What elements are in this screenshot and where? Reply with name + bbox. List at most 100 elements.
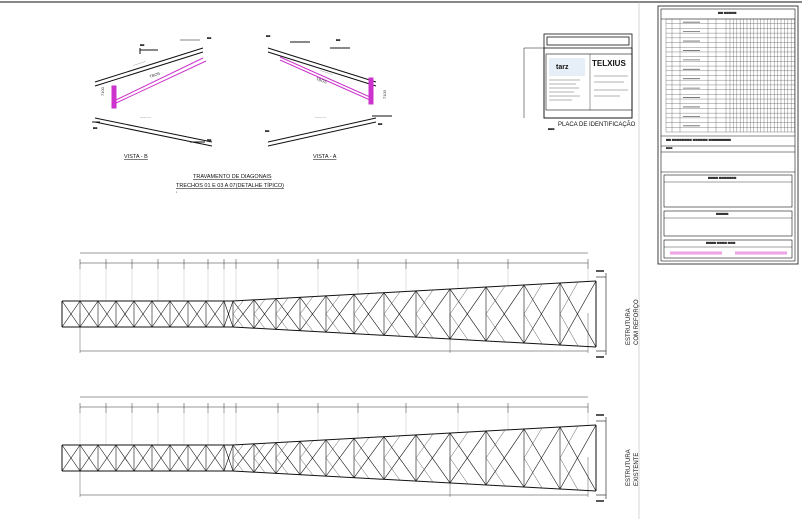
tower-diagonal [275,297,301,330]
tower-secondary [253,313,266,329]
tower-secondary [299,457,314,476]
tower-secondary [383,435,401,459]
tower-diagonal [275,441,301,474]
svg-text:____ __: ____ __ [314,114,326,118]
tower-diagonal [523,282,561,344]
material-table-grid [665,18,795,133]
tower-secondary [559,457,579,491]
tower-diagonal [232,444,255,473]
tower-diagonal [133,300,153,328]
tower-diagonal [415,288,451,338]
tower-diagonal [383,290,417,336]
view-a-label: VISTA - A [313,154,337,160]
tower-diagonal [485,430,525,488]
tower-top-chord [232,424,597,446]
tower-secondary [523,283,543,315]
tower-secondary [232,444,244,459]
tower-top-chord [232,280,597,302]
svg-text:▀▀: ▀▀ [207,139,212,143]
view-b-label: VISTA - B [124,154,148,160]
tower-diagonal [133,444,153,472]
bottom-tower-side-label-2: EXISTENTE [634,453,640,486]
tower-secondary [325,438,341,459]
tower-diagonal [383,434,417,480]
tower-diagonal [353,294,385,336]
svg-text:____ __: ____ __ [139,114,151,118]
tower-diagonal [325,438,355,477]
tower-diagonal [559,426,597,492]
tower-secondary [353,437,370,459]
svg-text:▀▀▀: ▀▀▀ [548,128,555,132]
tower-diagonal [299,441,327,477]
plate-brand-right: TELXIUS [592,59,626,68]
tower-diagonal [79,300,99,328]
bottom-tower-side-label: ESTRUTURA [626,449,632,486]
tower-secondary [325,294,341,315]
tower-secondary [383,457,401,481]
tower-secondary [485,313,506,343]
identification-plate [523,33,633,119]
tower-diagonal [523,284,561,346]
tower-diagonal [232,443,255,472]
tower-diagonal [415,434,451,484]
tower-diagonal [449,432,487,486]
svg-text:▀▀: ▀▀ [265,130,270,134]
svg-text:▀▀▀▀▀: ▀▀▀▀▀ [716,212,729,217]
tower-diagonal [79,444,99,472]
tower-secondary [232,300,244,315]
tower-diagonal [205,300,225,328]
tower-secondary [325,313,341,334]
svg-text:▀▀: ▀▀ [140,44,145,48]
tower-secondary [415,313,434,339]
title-block [657,5,799,265]
tower-diagonal [485,284,525,342]
tower-diagonal [415,290,451,340]
tower-secondary [253,299,266,315]
tower-secondary [449,287,469,315]
top-tower-side-label-2: COM REFORÇO [634,299,640,345]
plate-brand-left: tarz [556,64,569,71]
svg-text:▀▀▀▀ ▀▀▀▀▀▀▀: ▀▀▀▀ ▀▀▀▀▀▀▀ [708,176,737,181]
tower-secondary [485,285,506,315]
tower-diagonal [325,295,355,334]
svg-text:▀▀ ▀▀▀▀▀: ▀▀ ▀▀▀▀▀ [718,11,737,16]
tower-secondary [485,457,506,487]
tower-diagonal [169,300,189,328]
tower-diagonal [383,436,417,482]
tower-secondary [449,313,469,341]
tower-secondary [383,291,401,315]
tower-diagonal [223,444,234,472]
tower-secondary [299,313,314,332]
top-tower-side-label: ESTRUTURA [626,308,632,345]
tower-diagonal [449,288,487,342]
tower-diagonal [205,444,225,472]
tower-diagonal [353,438,385,480]
tower-diagonal [299,295,327,331]
tower-secondary [253,457,266,473]
tower-secondary [325,457,341,478]
tower-diagonal [61,300,81,328]
tower-diagonal [97,300,117,328]
tower-secondary [523,313,543,345]
tower-bottom-chord [232,326,597,348]
tower-diagonal [485,428,525,486]
svg-text:▀▀ ▀▀▀▀▀▀▀▀ ▀▀▀▀▀▀ ▀▀▀▀▀▀▀▀▀: ▀▀ ▀▀▀▀▀▀▀▀ ▀▀▀▀▀▀ ▀▀▀▀▀▀▀▀▀ [666,138,731,143]
tower-diagonal [353,436,385,478]
plate-brand-left-bg [549,58,585,76]
tower-secondary [415,289,434,315]
tower-secondary [449,431,469,459]
tower-diagonal [383,292,417,338]
tower-secondary [299,296,314,315]
tower-bottom-chord [232,470,597,492]
tower-diagonal [253,298,277,329]
detail-subtitle: TRECHOS 01 E 03 A 07(DETALHE TÍPICO) [176,182,284,189]
tower-diagonal [299,439,327,475]
svg-text:▀▀: ▀▀ [336,39,341,43]
tower-secondary [232,313,244,328]
tower-diagonal [325,439,355,478]
svg-text:▀▀▀▀ ▀▀▀▀ ▀▀▀: ▀▀▀▀ ▀▀▀▀ ▀▀▀ [706,241,736,246]
detail-view-a [267,41,392,147]
svg-text:TBOS: TBOS [149,71,161,79]
tower-secondary [559,313,579,347]
